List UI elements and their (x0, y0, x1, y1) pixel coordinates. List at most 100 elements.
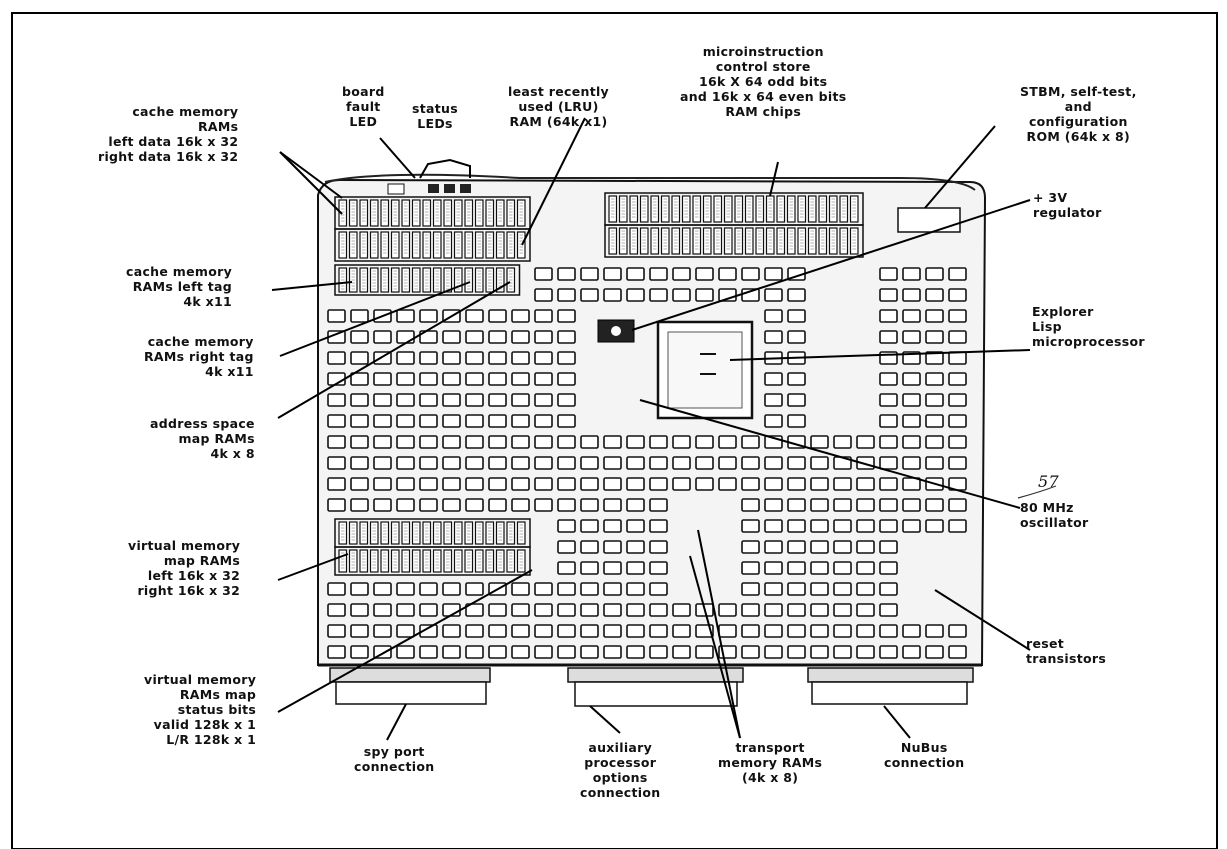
chip (374, 436, 391, 448)
chip (489, 625, 506, 637)
label-line: fault (342, 99, 385, 114)
chip (581, 604, 598, 616)
label-line: right data 16k x 32 (98, 149, 238, 164)
chip (650, 457, 667, 469)
ram-chip (381, 550, 389, 572)
chip (788, 310, 805, 322)
chip (880, 457, 897, 469)
ram-chip (819, 228, 827, 254)
board-fault-led (388, 184, 404, 194)
chip (466, 415, 483, 427)
label-line: cache memory (144, 334, 254, 349)
chip (443, 583, 460, 595)
label-line: and 16k x 64 even bits (680, 89, 846, 104)
ram-chip (683, 228, 691, 254)
chip (443, 436, 460, 448)
chip (535, 478, 552, 490)
ram-chip (518, 550, 526, 572)
chip (512, 394, 529, 406)
label-reset-transistors: reset transistors (1026, 636, 1106, 666)
chip (328, 352, 345, 364)
label-line: right 16k x 32 (128, 583, 240, 598)
chip (627, 583, 644, 595)
chip (558, 541, 575, 553)
chip (627, 604, 644, 616)
chip (926, 289, 943, 301)
chip (650, 583, 667, 595)
chip (926, 331, 943, 343)
chip (903, 373, 920, 385)
ram-chip (672, 228, 680, 254)
chip (926, 415, 943, 427)
chip (420, 478, 437, 490)
ram-chip (392, 550, 400, 572)
chip (512, 352, 529, 364)
chip (627, 457, 644, 469)
chip (328, 436, 345, 448)
chip (328, 499, 345, 511)
chip (489, 331, 506, 343)
chip (351, 415, 368, 427)
ram-chip (609, 228, 617, 254)
label-line: cache memory (98, 104, 238, 119)
chip (581, 583, 598, 595)
chip (903, 289, 920, 301)
chip (351, 394, 368, 406)
ram-chip (434, 200, 442, 226)
chip (558, 289, 575, 301)
ram-chip (339, 522, 347, 544)
chip (673, 268, 690, 280)
chip (328, 457, 345, 469)
chip (627, 268, 644, 280)
chip (489, 352, 506, 364)
chip (650, 646, 667, 658)
chip (811, 457, 828, 469)
chip (604, 289, 621, 301)
ram-chip (465, 200, 473, 226)
label-line: NuBus (884, 740, 964, 755)
chip (512, 646, 529, 658)
label-line: L/R 128k x 1 (144, 732, 256, 747)
chip (765, 268, 782, 280)
ram-chip (444, 522, 452, 544)
chip (811, 646, 828, 658)
ram-chip (402, 200, 410, 226)
label-line: 16k X 64 odd bits (680, 74, 846, 89)
ram-chip (476, 232, 484, 258)
ram-chip (819, 196, 827, 222)
ram-chip (788, 228, 796, 254)
ram-chip (830, 196, 838, 222)
label-line: regulator (1033, 205, 1102, 220)
ram-chip (788, 196, 796, 222)
chip (880, 310, 897, 322)
chip (443, 457, 460, 469)
ram-chip (714, 228, 722, 254)
chip (811, 499, 828, 511)
ram-chip (413, 200, 421, 226)
chip (627, 625, 644, 637)
chip (558, 352, 575, 364)
chip (558, 436, 575, 448)
chip (765, 583, 782, 595)
chip (512, 604, 529, 616)
chip (742, 541, 759, 553)
chip (604, 268, 621, 280)
chip (558, 562, 575, 574)
chip (328, 604, 345, 616)
label-line: + 3V (1033, 190, 1102, 205)
chip (880, 394, 897, 406)
chip (949, 331, 966, 343)
ram-chip (402, 232, 410, 258)
ram-chip (402, 550, 410, 572)
label-line: map RAMs (128, 553, 240, 568)
chip (903, 499, 920, 511)
ram-chip (840, 196, 848, 222)
ram-chip (339, 550, 347, 572)
chip (466, 457, 483, 469)
ram-chip (497, 550, 505, 572)
chip (788, 541, 805, 553)
chip (443, 478, 460, 490)
auxiliary-connector (568, 668, 743, 682)
ram-chip (798, 196, 806, 222)
chip (834, 499, 851, 511)
